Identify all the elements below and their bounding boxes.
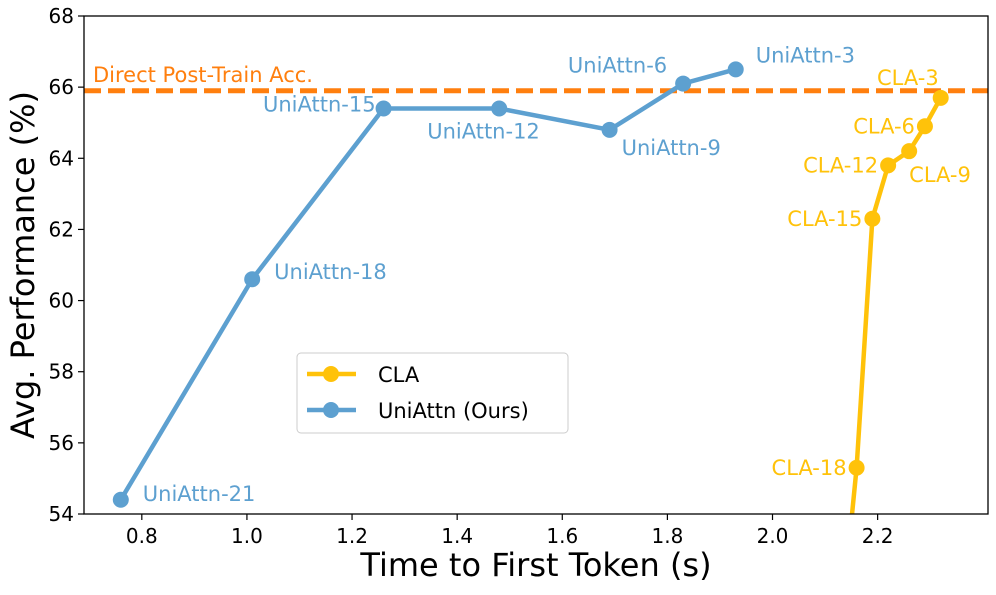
legend: CLA UniAttn (Ours) bbox=[296, 352, 569, 434]
y-tick-label: 60 bbox=[49, 289, 74, 313]
data-point-cla bbox=[916, 118, 933, 135]
x-tick-label: 1.6 bbox=[546, 524, 578, 548]
legend-label-uniattn: UniAttn (Ours) bbox=[378, 399, 529, 423]
x-tick-label: 1.2 bbox=[336, 524, 368, 548]
y-tick-label: 54 bbox=[49, 502, 74, 526]
point-label-uniattn: UniAttn-15 bbox=[263, 92, 376, 116]
data-point-uniattn bbox=[244, 271, 261, 288]
point-label-uniattn: UniAttn-9 bbox=[622, 136, 721, 160]
point-label-uniattn: UniAttn-3 bbox=[756, 43, 855, 67]
data-point-uniattn bbox=[727, 61, 744, 78]
y-tick-label: 64 bbox=[49, 146, 74, 170]
x-tick-label: 2.0 bbox=[757, 524, 789, 548]
legend-box bbox=[296, 352, 569, 434]
point-label-cla: CLA-3 bbox=[877, 66, 939, 90]
data-point-cla bbox=[880, 157, 897, 174]
point-label-uniattn: UniAttn-18 bbox=[274, 260, 387, 284]
plot-frame bbox=[83, 15, 989, 515]
data-point-cla bbox=[901, 143, 918, 160]
x-axis-title: Time to First Token (s) bbox=[359, 546, 711, 584]
data-point-cla bbox=[932, 89, 949, 106]
data-point-uniattn bbox=[112, 491, 129, 508]
point-label-cla: CLA-18 bbox=[772, 456, 847, 480]
data-point-uniattn bbox=[675, 75, 692, 92]
legend-label-cla: CLA bbox=[378, 363, 420, 387]
legend-marker-uniattn bbox=[323, 402, 339, 418]
data-point-uniattn bbox=[491, 100, 508, 117]
x-tick-label: 0.8 bbox=[126, 524, 158, 548]
data-point-uniattn bbox=[601, 121, 618, 138]
y-axis-title: Avg. Performance (%) bbox=[4, 91, 42, 439]
y-tick-label: 66 bbox=[49, 75, 74, 99]
x-tick-label: 1.0 bbox=[231, 524, 263, 548]
x-tick-label: 2.2 bbox=[862, 524, 894, 548]
point-label-cla: CLA-15 bbox=[787, 207, 862, 231]
point-label-cla: CLA-9 bbox=[909, 163, 971, 187]
y-tick-label: 58 bbox=[49, 360, 74, 384]
x-tick-label: 1.4 bbox=[441, 524, 473, 548]
legend-marker-cla bbox=[323, 366, 339, 382]
point-label-cla: CLA-12 bbox=[803, 153, 878, 177]
point-label-cla: CLA-6 bbox=[853, 114, 915, 138]
reference-line-label: Direct Post-Train Acc. bbox=[93, 63, 313, 87]
y-tick-label: 56 bbox=[49, 431, 74, 455]
x-tick-label: 1.8 bbox=[651, 524, 683, 548]
point-label-uniattn: UniAttn-21 bbox=[143, 482, 256, 506]
point-label-uniattn: UniAttn-6 bbox=[568, 54, 667, 78]
y-tick-label: 62 bbox=[49, 217, 74, 241]
data-point-cla bbox=[848, 459, 865, 476]
point-label-uniattn: UniAttn-12 bbox=[427, 119, 540, 143]
data-point-uniattn bbox=[375, 100, 392, 117]
data-point-cla bbox=[864, 210, 881, 227]
y-tick-label: 68 bbox=[49, 4, 74, 28]
